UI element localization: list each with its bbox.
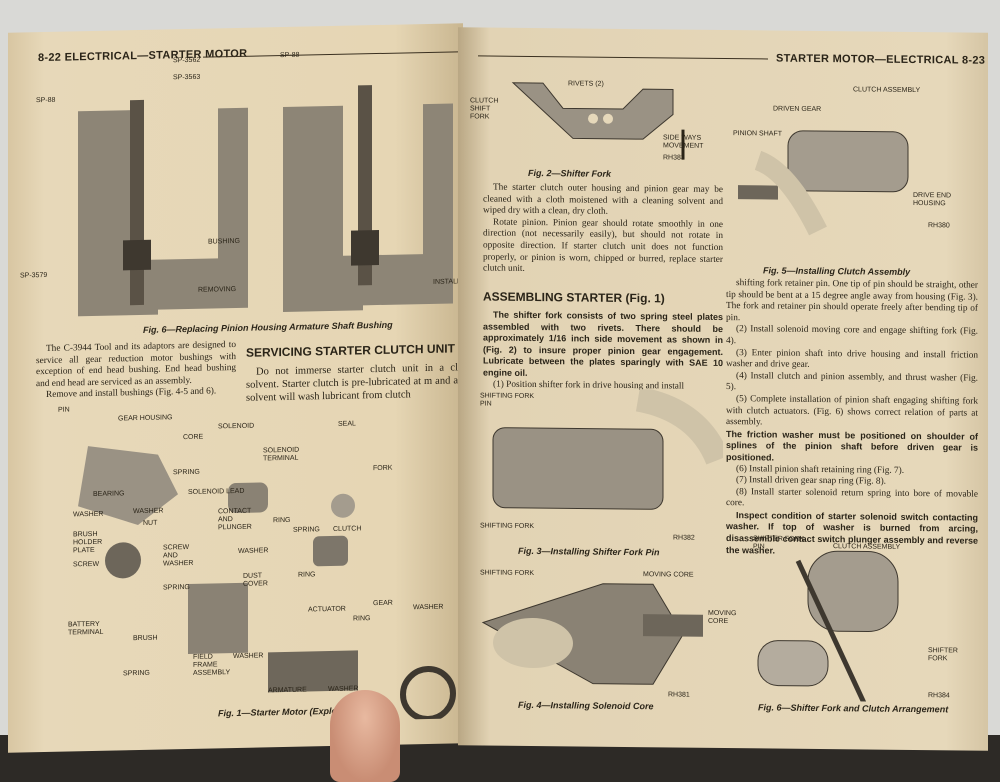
figure-label: CORE	[183, 433, 204, 442]
header-rule	[478, 55, 768, 60]
figure-label: MOVING CORE	[643, 571, 694, 579]
figure-label: GEAR	[373, 599, 393, 608]
figure-label: BRUSH	[133, 634, 158, 643]
figure-label: PIN	[58, 406, 70, 414]
fig5-illustration	[738, 130, 909, 236]
figure-label: SHIFTING FORK PIN	[480, 392, 535, 408]
fig1-exploded-view	[78, 446, 456, 722]
figure-label: REMOVING	[198, 285, 237, 294]
fig6-illustration	[757, 550, 899, 703]
figure-label: SP-88	[280, 51, 300, 60]
left-page: 8-22 ELECTRICAL—STARTER MOTOR Fig. 6—Rep…	[8, 23, 463, 753]
figure-label: WASHER	[238, 547, 269, 555]
figure-label: SPRING	[173, 468, 200, 477]
figure-label: SPRING	[163, 583, 190, 592]
figure-label: BUSHING	[208, 237, 240, 246]
figure-label: MOVING CORE	[708, 609, 737, 626]
figure-label: RH380	[928, 222, 950, 230]
fig6-caption: Fig. 6—Replacing Pinion Housing Armature…	[143, 319, 393, 335]
fig2-shifter-fork	[511, 82, 685, 160]
figure-label: CLUTCH	[333, 525, 362, 533]
figure-label: DRIVEN GEAR	[773, 105, 822, 114]
figure-label: RING	[273, 516, 291, 525]
paragraph: The starter clutch outer housing and pin…	[483, 182, 723, 217]
figure-label: SHIFTER FORK	[928, 647, 958, 663]
figure-label: GEAR HOUSING	[118, 414, 173, 423]
figure-label: SOLENOID TERMINAL	[263, 446, 300, 463]
figure-label: RH382	[673, 534, 695, 542]
figure-label: SEAL	[338, 420, 356, 428]
column-1-text: The starter clutch outer housing and pin…	[483, 182, 723, 277]
intro-text: The C-3944 Tool and its adaptors are des…	[36, 340, 236, 402]
section-text: Do not immerse starter clutch unit in a …	[246, 361, 458, 404]
figure-label: WASHER	[73, 510, 104, 519]
figure-label: SCREW AND WASHER	[163, 543, 194, 568]
step: (4) Install clutch and pinion assembly, …	[726, 370, 978, 393]
figure-label: RING	[353, 615, 371, 623]
figure-label: CLUTCH ASSEMBLY	[853, 86, 921, 95]
step: (2) Install solenoid moving core and eng…	[726, 324, 978, 347]
figure-label: ACTUATOR	[308, 605, 346, 614]
column-2-text: shifting fork retainer pin. One tip of p…	[726, 278, 978, 559]
fig2-caption: Fig. 2—Shifter Fork	[528, 167, 612, 179]
figure-label: WASHER	[133, 507, 164, 516]
step: (3) Enter pinion shaft into drive housin…	[726, 347, 978, 371]
page-header: STARTER MOTOR—ELECTRICAL 8-23	[776, 52, 986, 67]
figure-label: SHIFTING FORK	[480, 569, 535, 578]
figure-label: PINION SHAFT	[733, 130, 783, 138]
step: (8) Install starter solenoid return spri…	[726, 486, 978, 509]
warning: The friction washer must be positioned o…	[726, 428, 978, 463]
fig6-caption: Fig. 6—Shifter Fork and Clutch Arrangeme…	[758, 702, 949, 715]
thumb-holding-book	[330, 690, 400, 782]
paragraph: Rotate pinion. Pinion gear should rotate…	[483, 217, 723, 275]
figure-label: CLUTCH ASSEMBLY	[833, 543, 901, 551]
figure-label: SCREW	[73, 560, 100, 569]
paragraph: shifting fork retainer pin. One tip of p…	[726, 278, 978, 323]
figure-label: CLUTCH SHIFT FORK	[470, 97, 499, 121]
step: (5) Complete installation of pinion shaf…	[726, 394, 978, 428]
fig4-caption: Fig. 4—Installing Solenoid Core	[518, 699, 654, 712]
fig3-caption: Fig. 3—Installing Shifter Fork Pin	[518, 545, 660, 558]
figure-label: SPRING	[123, 669, 150, 678]
fig4-illustration	[481, 583, 703, 685]
figure-label: SHIFTING FORK	[480, 522, 535, 531]
paragraph: The shifter fork consists of two spring …	[483, 309, 723, 378]
figure-label: ARMATURE	[268, 686, 307, 695]
figure-label: RING	[298, 571, 316, 579]
figure-label: SP-88	[36, 96, 56, 105]
figure-label: SP-3563	[173, 73, 201, 82]
figure-label: SP-3579	[20, 271, 48, 280]
figure-label: DUST COVER	[243, 572, 268, 588]
figure-label: RH383	[663, 154, 685, 162]
fig6-illustration	[78, 85, 453, 317]
column-1-bold-text: The shifter fork consists of two spring …	[483, 309, 723, 393]
figure-label: DRIVE END HOUSING	[913, 191, 952, 208]
figure-label: BRUSH HOLDER PLATE	[73, 530, 103, 555]
figure-label: FORK	[373, 464, 393, 473]
paragraph: Do not immerse starter clutch unit in a …	[246, 362, 458, 404]
figure-label: SOLENOID LEAD	[188, 487, 245, 496]
right-page: STARTER MOTOR—ELECTRICAL 8-23 Fig. 2—Shi…	[458, 27, 988, 751]
figure-label: WASHER	[413, 603, 444, 612]
figure-label: RH381	[668, 691, 690, 699]
figure-label: FIELD FRAME ASSEMBLY	[193, 653, 231, 677]
figure-label: CONTACT AND PLUNGER	[218, 507, 252, 532]
paragraph: Remove and install bushings (Fig. 4-5 an…	[46, 386, 217, 401]
figure-label: SHIFTER FORK PIN	[753, 535, 805, 551]
figure-label: SIDE WAYS MOVEMENT	[663, 134, 704, 150]
figure-label: RH384	[928, 692, 950, 700]
figure-label: SP-3562	[173, 56, 201, 65]
figure-label: WASHER	[233, 652, 264, 661]
section-title: ASSEMBLING STARTER (Fig. 1)	[483, 289, 665, 306]
figure-label: SPRING	[293, 526, 320, 534]
figure-label: SOLENOID	[218, 422, 255, 431]
figure-label: BEARING	[93, 490, 125, 498]
figure-label: RIVETS (2)	[568, 80, 604, 88]
figure-label: BATTERY TERMINAL	[68, 620, 104, 637]
fig3-illustration	[492, 387, 723, 510]
fig5-caption: Fig. 5—Installing Clutch Assembly	[763, 265, 911, 277]
figure-label: NUT	[143, 519, 158, 527]
paragraph: The C-3944 Tool and its adaptors are des…	[36, 339, 236, 389]
section-title: SERVICING STARTER CLUTCH UNIT	[246, 341, 455, 360]
